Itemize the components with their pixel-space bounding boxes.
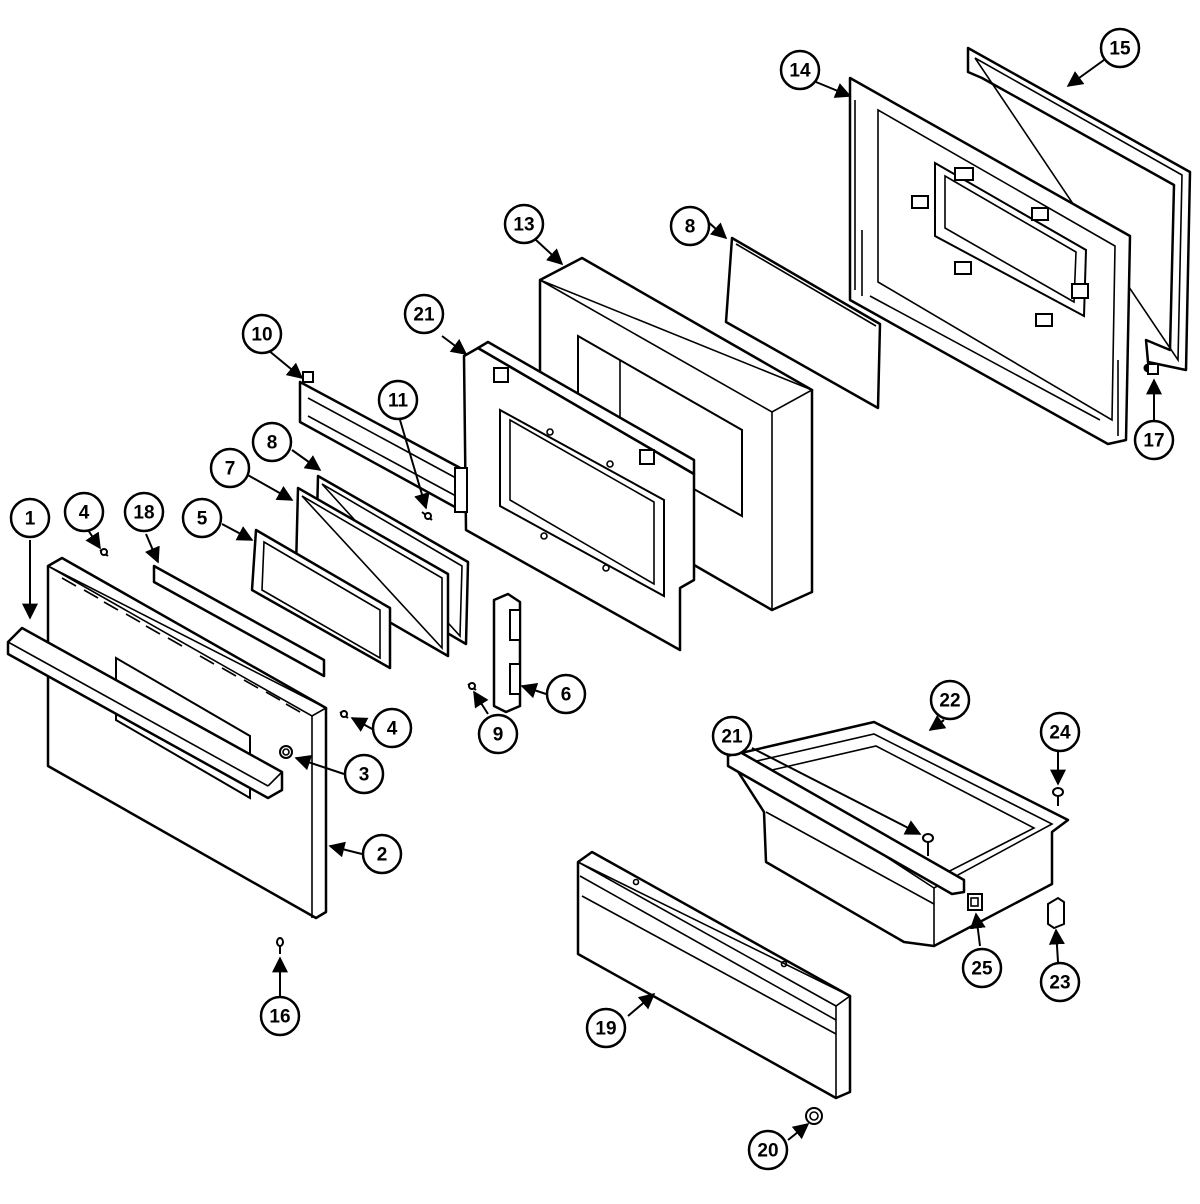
part-4-screw-upper [99,548,109,557]
callout-9: 9 [477,713,519,755]
part-18-strip [152,564,326,678]
part-13-insulation [538,256,814,612]
callout-23: 23 [1039,961,1081,1003]
part-5-gasket-frame [250,528,392,670]
svg-text:4: 4 [387,719,398,740]
part-3-knob [279,745,293,759]
part-1-handle [6,626,284,800]
svg-text:20: 20 [757,1141,778,1162]
part-6-hinge [492,592,522,714]
svg-text:23: 23 [1049,973,1070,994]
callout-17: 17 [1133,419,1175,461]
part-17-clip [1147,363,1159,375]
callout-1: 1 [9,497,51,539]
part-11-screw [421,511,433,521]
callout-13: 13 [503,203,545,245]
callout-3: 3 [343,753,385,795]
svg-text:2: 2 [377,845,388,866]
svg-text:9: 9 [493,725,504,746]
callout-8-middle: 8 [251,421,293,463]
callout-21-upper: 21 [403,293,445,335]
callout-16: 16 [259,995,301,1037]
callout-6: 6 [545,673,587,715]
svg-text:21: 21 [413,305,435,326]
svg-text:17: 17 [1143,431,1164,452]
svg-text:18: 18 [133,503,154,524]
svg-text:13: 13 [513,215,534,236]
part-25-clip [967,893,983,911]
svg-text:11: 11 [388,391,409,412]
callout-21-drawer: 21 [711,715,753,757]
part-19-drawer-front [576,850,852,1100]
callout-24: 24 [1039,711,1081,753]
callout-19: 19 [585,1007,627,1049]
svg-text:5: 5 [197,509,208,530]
svg-text:22: 22 [939,691,960,712]
part-21-door-liner [462,340,696,652]
part-8-glass-upper [724,236,882,410]
callout-2: 2 [361,833,403,875]
svg-text:6: 6 [561,685,572,706]
part-7-glass [294,486,450,658]
part-20-glide [805,1107,823,1125]
part-23-clip [1047,896,1065,930]
svg-text:3: 3 [359,765,370,786]
callout-5: 5 [181,497,223,539]
callout-18: 18 [123,491,165,533]
svg-text:24: 24 [1049,723,1071,744]
callout-20: 20 [747,1129,789,1171]
part-9-screw [467,682,477,691]
svg-text:15: 15 [1109,39,1131,60]
leader-lines [22,59,1162,1141]
svg-text:7: 7 [225,459,236,480]
svg-text:14: 14 [789,61,811,82]
callout-22: 22 [929,679,971,721]
callout-4-upper: 4 [63,491,105,533]
part-10-channel [298,371,468,514]
callout-4-lower: 4 [371,707,413,749]
svg-text:16: 16 [269,1007,290,1028]
callout-14: 14 [779,49,821,91]
callout-7: 7 [209,447,251,489]
part-16-screw [276,937,284,954]
callout-8-upper: 8 [669,205,711,247]
part-14-inner-panel [848,76,1153,446]
svg-text:1: 1 [25,509,36,530]
part-4-screw-lower [339,710,349,719]
svg-text:8: 8 [685,217,696,238]
svg-text:21: 21 [721,727,743,748]
svg-text:19: 19 [595,1019,616,1040]
callout-10: 10 [241,313,283,355]
part-22-drawer-tub [726,720,1070,948]
callout-11: 11 [377,379,419,421]
svg-text:8: 8 [267,433,278,454]
svg-text:25: 25 [971,959,993,980]
callout-25: 25 [961,947,1003,989]
callout-15: 15 [1099,27,1141,69]
svg-text:4: 4 [79,503,90,524]
part-24-screw [1052,787,1064,806]
svg-text:10: 10 [251,325,272,346]
